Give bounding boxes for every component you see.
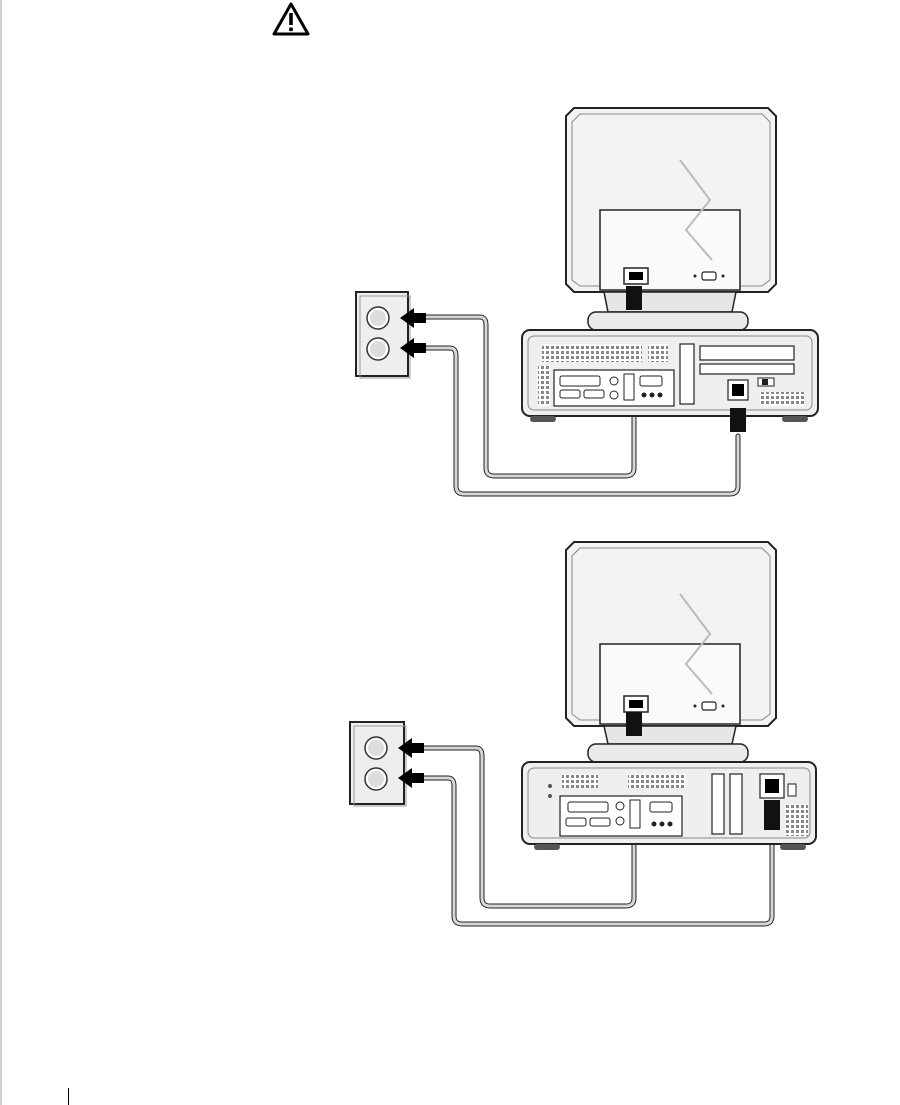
desktop-computer-and-monitor-illustration [330,100,870,520]
desktop-computer-rear-icon [522,330,818,432]
monitor-rear-icon [566,108,776,330]
small-desktop-computer-and-monitor-illustration [330,534,870,954]
page-footer-rule [68,1088,69,1105]
page-edge-rule [0,0,2,1105]
small-desktop-computer-rear-icon [522,762,816,850]
small-desktop-power-connection-figure [330,534,870,954]
monitor-rear-icon [566,542,776,762]
desktop-power-connection-figure [330,100,870,520]
warning-triangle-icon [272,2,310,36]
wall-outlet-icon [356,292,410,378]
wall-outlet-icon [350,722,406,806]
